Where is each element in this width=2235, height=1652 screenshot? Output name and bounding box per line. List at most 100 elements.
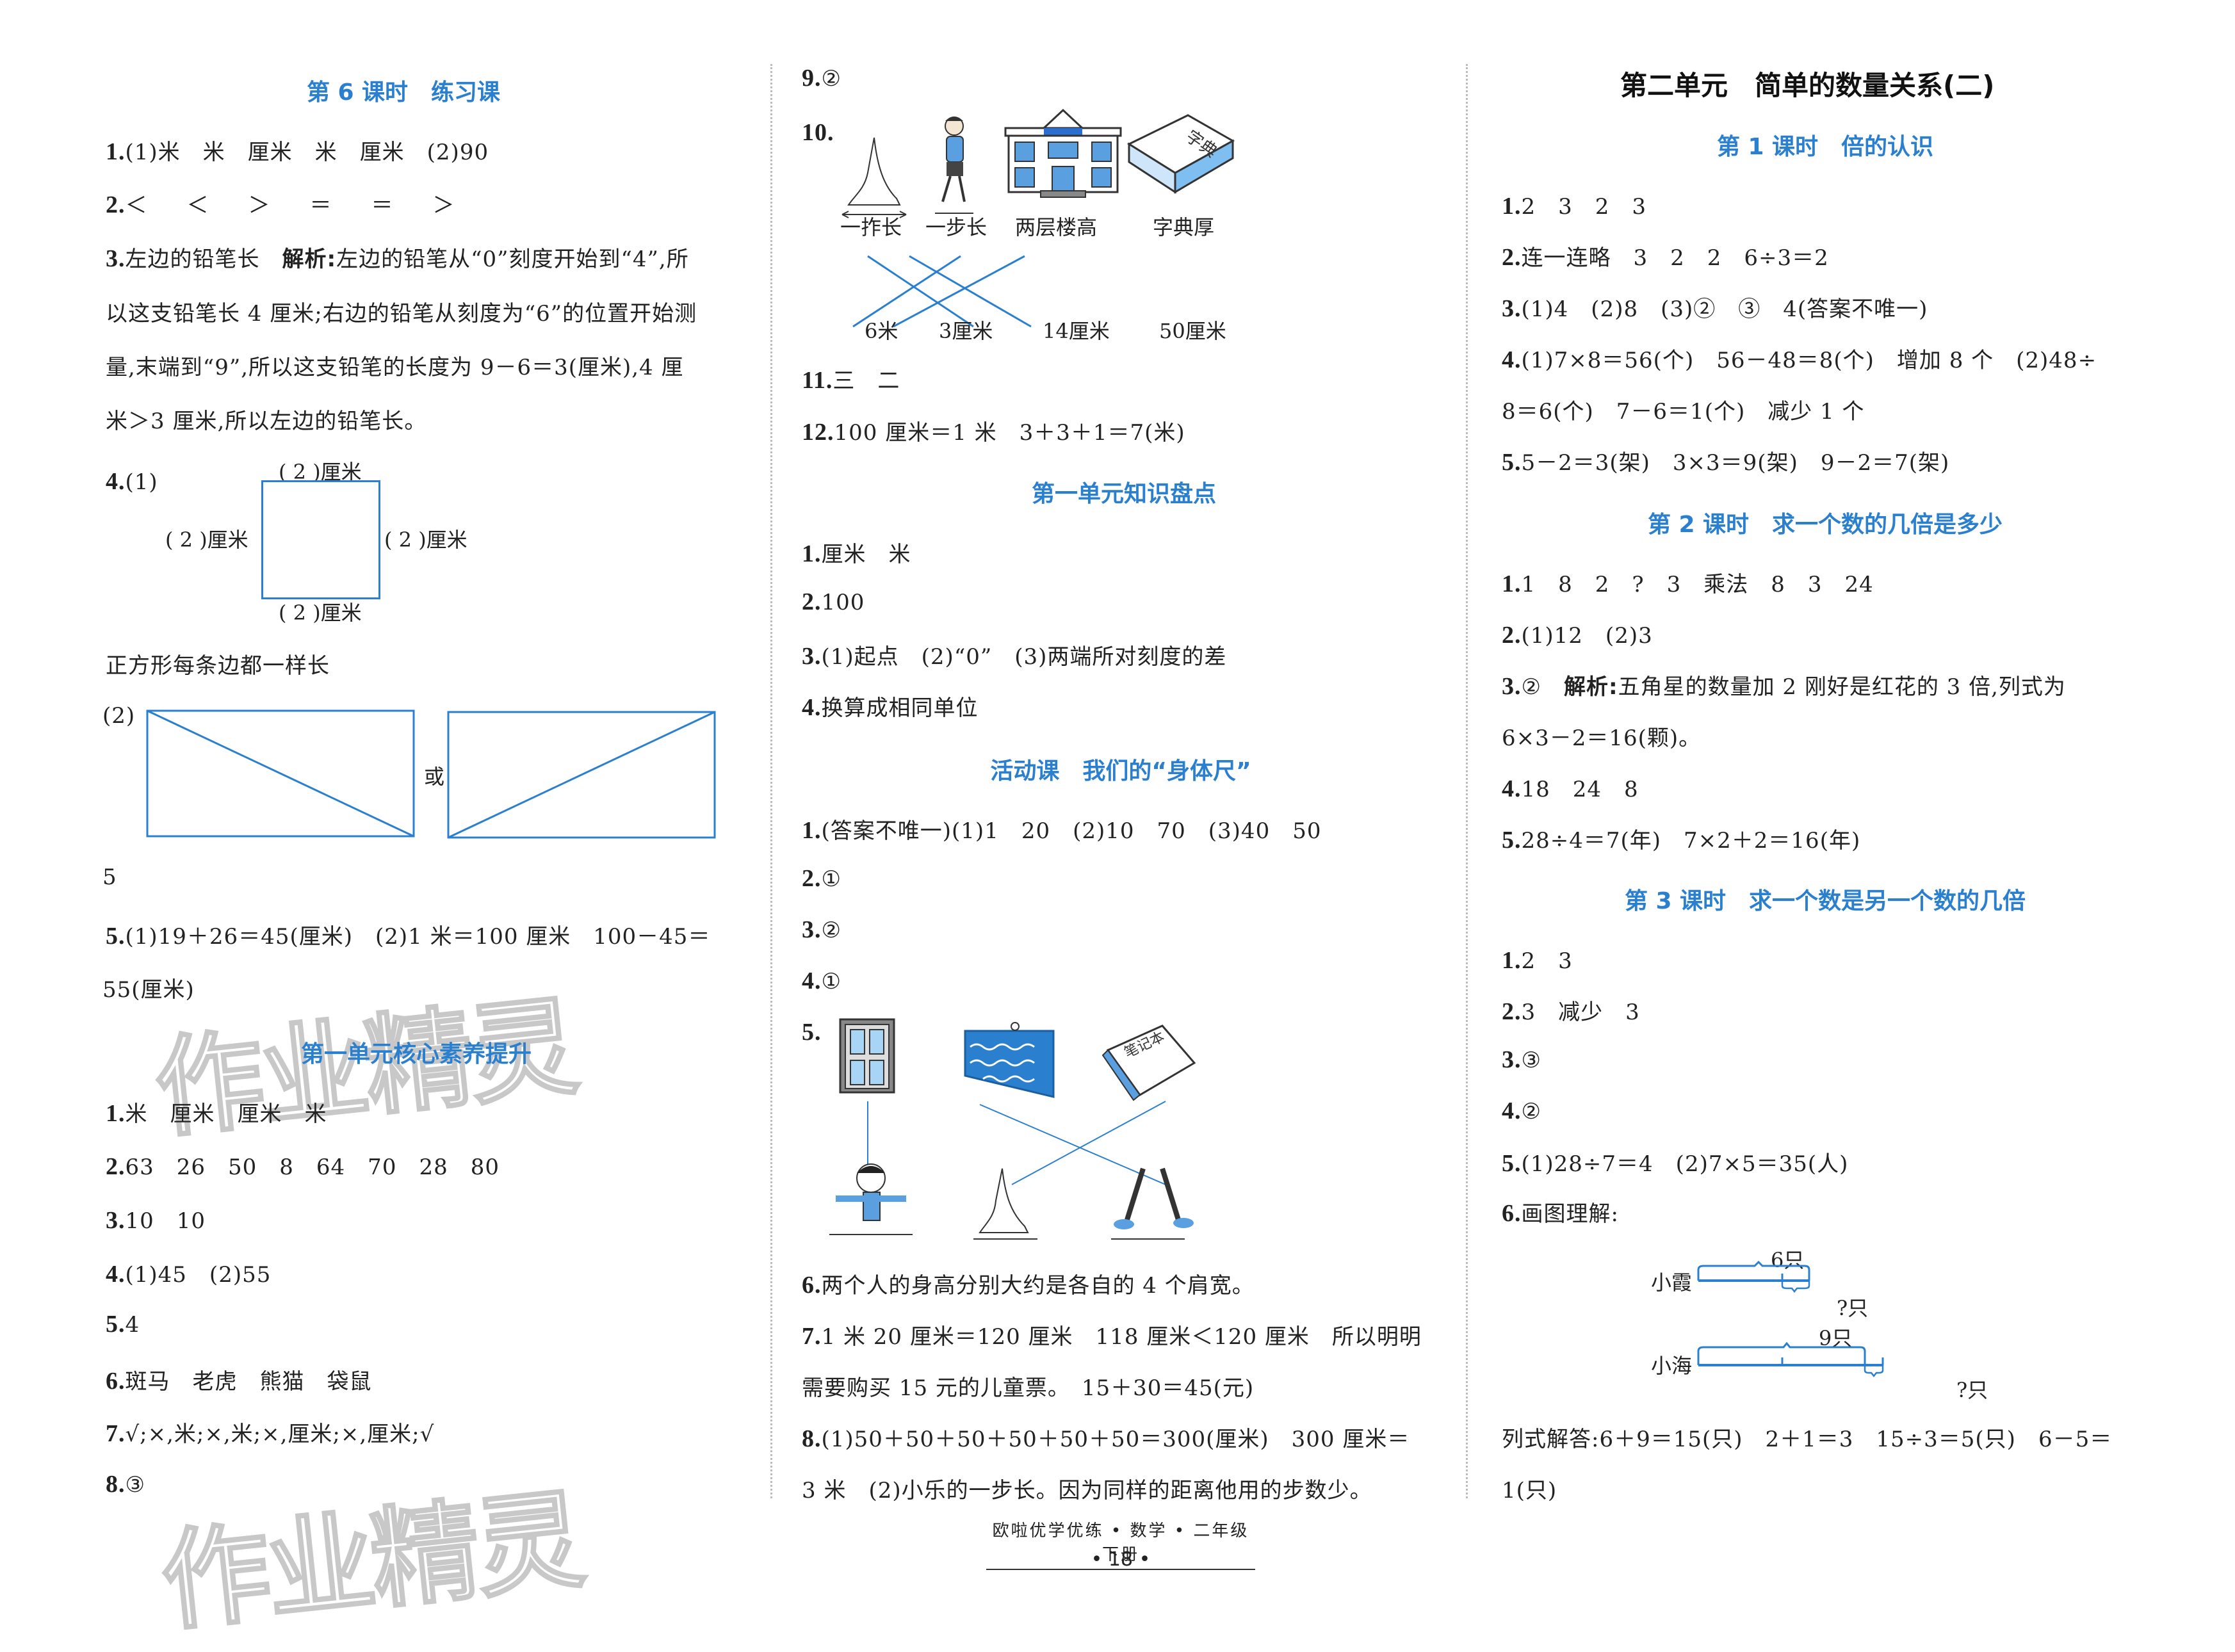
square-right-label: ( 2 )厘米 <box>384 528 467 552</box>
answer-line: 8＝6(个) 7－6＝1(个) 减少 1 个 <box>1502 399 1865 425</box>
answer-line: 1.厘米 米 <box>802 540 911 567</box>
answer-line: 2.63 26 50 8 64 70 28 80 <box>106 1153 500 1180</box>
answer-line: 4.(1)7×8＝56(个) 56－48＝8(个) 增加 8 个 (2)48÷ <box>1502 346 2097 373</box>
arm-span-boy-icon <box>829 1163 913 1235</box>
diagram-label-xiaohai: 小海 <box>1651 1354 1693 1378</box>
answer-line: 7.1 米 20 厘米＝120 厘米 118 厘米＜120 厘米 所以明明 <box>802 1323 1422 1350</box>
question-4-part2: (2) <box>102 703 136 729</box>
column-divider-left <box>770 64 772 1498</box>
answer-line: 需要购买 15 元的儿童票。 15＋30＝45(元) <box>802 1375 1255 1401</box>
answer-line: 6.斑马 老虎 熊猫 袋鼠 <box>106 1368 372 1395</box>
answer-line: 2.(1)12 (2)3 <box>1502 622 1653 649</box>
matching-lines-q10 <box>852 255 1032 328</box>
answer-line: 5.(1)28÷7＝4 (2)7×5＝35(人) <box>1502 1150 1849 1177</box>
answer-line: 5.(1)19＋26＝45(厘米) (2)1 米＝100 厘米 100－45＝ <box>106 923 711 950</box>
answer-line: 10. <box>802 119 834 146</box>
answer-line: 2.3 减少 3 <box>1502 998 1640 1025</box>
answer-line: 4.① <box>802 968 841 994</box>
footstep-icon <box>1111 1167 1194 1240</box>
answer-line: 5.4 <box>106 1311 140 1338</box>
solution-line: 列式解答:6＋9＝15(只) 2＋1＝3 15÷3＝5(只) 6－5＝ <box>1502 1427 2113 1452</box>
bar-diagram-xiaohai <box>1697 1341 1884 1378</box>
answer-line: 4.18 24 8 <box>1502 775 1639 802</box>
section-heading-unit1-core: 第一单元核心素养提升 <box>300 1041 532 1067</box>
diagram-label-xiaoxia-question: ?只 <box>1837 1296 1869 1320</box>
answer-line: 6.画图理解: <box>1502 1200 1619 1227</box>
answer-line: 3.(1)起点 (2)“0” (3)两端所对刻度的差 <box>802 643 1227 670</box>
answer-line: 2.＜ ＜ ＞ ＝ ＝ ＞ <box>106 191 464 218</box>
answer-line: 米＞3 厘米,所以左边的铅笔长。 <box>106 409 427 434</box>
answer-line: 3.② <box>802 916 841 943</box>
match-top-label: 一步长 <box>925 215 987 239</box>
or-label: 或 <box>424 765 446 789</box>
square-bottom-label: ( 2 )厘米 <box>279 601 362 625</box>
square-left-label: ( 2 )厘米 <box>165 528 248 552</box>
diagram-label-xiaoxia: 小霞 <box>1651 1270 1693 1295</box>
answer-line: 2.100 <box>802 588 865 615</box>
solution-line: 1(只) <box>1502 1478 1557 1503</box>
answer-line: 8.③ <box>106 1471 145 1498</box>
match-top-label: 一拃长 <box>840 215 902 239</box>
match-bottom-label: 14厘米 <box>1043 319 1110 343</box>
answer-line: 3.(1)4 (2)8 (3)② ③ 4(答案不唯一) <box>1502 295 1928 322</box>
answer-line: 3.10 10 <box>106 1207 206 1234</box>
answer-line: 11.三 二 <box>802 367 900 394</box>
column-divider-right <box>1466 64 1468 1498</box>
section-heading-lesson2: 第 2 课时 求一个数的几倍是多少 <box>1647 512 2003 538</box>
analysis-label: 解析: <box>282 247 337 272</box>
section-heading-unit1-review: 第一单元知识盘点 <box>1031 481 1216 507</box>
section-heading-lesson6: 第 6 课时 练习课 <box>306 79 501 106</box>
square-top-label: ( 2 )厘米 <box>279 460 362 484</box>
answer-line: 1.1 8 2 ? 3 乘法 8 3 24 <box>1502 571 1874 597</box>
answer-line: 3 米 (2)小乐的一步长。因为同样的距离他用的步数少。 <box>802 1478 1372 1503</box>
match-bottom-label: 6米 <box>865 319 898 343</box>
answer-line: 3.③ <box>1502 1046 1541 1073</box>
section-heading-lesson3: 第 3 课时 求一个数是另一个数的几倍 <box>1624 888 2026 914</box>
hand-span-icon <box>841 137 907 218</box>
answer-line: 5.5－2＝3(架) 3×3＝9(架) 9－2＝7(架) <box>1502 449 1950 476</box>
footer-book-title: 欧啦优学优练 • 数学 • 二年级下册 <box>986 1518 1255 1570</box>
match-top-label: 两层楼高 <box>1015 215 1098 239</box>
answer-line: 2.① <box>802 865 841 892</box>
section-heading-activity: 活动课 我们的“身体尺” <box>990 758 1251 784</box>
answer-line: 以这支铅笔长 4 厘米;右边的铅笔从刻度为“6”的位置开始测 <box>106 301 697 327</box>
square-shape <box>261 480 380 599</box>
bar-diagram-xiaoxia <box>1697 1260 1810 1293</box>
answer-line: 5.28÷4＝7(年) 7×2＋2＝16(年) <box>1502 827 1861 854</box>
answer-line: 1.米 厘米 厘米 米 <box>106 1100 327 1127</box>
answer-line: 6×3－2＝16(颗)。 <box>1502 725 1702 751</box>
two-story-building-icon <box>1004 108 1122 198</box>
unit-title: 第二单元 简单的数量关系(二) <box>1620 70 1995 101</box>
rectangle-diagonal-diagram-1 <box>146 709 415 838</box>
walking-boy-icon <box>935 117 973 214</box>
match-top-label: 字典厚 <box>1153 215 1215 239</box>
answer-line: 12.100 厘米＝1 米 3＋3＋1＝7(米) <box>802 419 1185 446</box>
answer-line: 55(厘米) <box>102 977 195 1003</box>
analysis-label: 解析: <box>1563 674 1618 700</box>
answer-line: 3.左边的铅笔长 解析:左边的铅笔从“0”刻度开始到“4”,所 <box>106 245 689 272</box>
match-bottom-label: 3厘米 <box>939 319 993 343</box>
answer-line: 2.连一连略 3 2 2 6÷3＝2 <box>1502 244 1829 271</box>
answer-line: 3.② 解析:五角星的数量加 2 刚好是红花的 3 倍,列式为 <box>1502 673 2066 700</box>
notebook-icon: 笔记本 <box>1101 1024 1196 1101</box>
door-icon <box>839 1018 895 1094</box>
answer-line: 4.② <box>1502 1097 1541 1124</box>
answer-line: 4.换算成相同单位 <box>802 694 979 721</box>
watermark: 作业精灵 <box>155 1476 588 1648</box>
swimming-pool-icon <box>964 1022 1055 1098</box>
answer-line: 5. <box>802 1019 822 1046</box>
answer-line: 8.(1)50＋50＋50＋50＋50＋50＝300(厘米) 300 厘米＝ <box>802 1425 1410 1452</box>
page-number: • 18 • <box>1091 1548 1151 1571</box>
rectangle-diagonal-diagram-2 <box>447 711 716 839</box>
answer-line: 1.2 3 2 3 <box>1502 193 1647 220</box>
dictionary-icon: 字典 <box>1126 114 1235 194</box>
question-4-label: 4.(1) <box>106 468 158 495</box>
hand-span-icon <box>973 1168 1037 1240</box>
question-4-answer: 5 <box>102 864 117 890</box>
answer-line: 1.(答案不唯一)(1)1 20 (2)10 70 (3)40 50 <box>802 817 1322 844</box>
match-bottom-label: 50厘米 <box>1159 319 1226 343</box>
matching-lines-q5 <box>867 1101 1166 1185</box>
answer-line: 7.√;×,米;×,米;×,厘米;×,厘米;√ <box>106 1420 435 1447</box>
diagram-label-xiaoxia-total: 6只 <box>1771 1248 1805 1272</box>
diagram-label-xiaohai-question: ?只 <box>1956 1378 1988 1402</box>
